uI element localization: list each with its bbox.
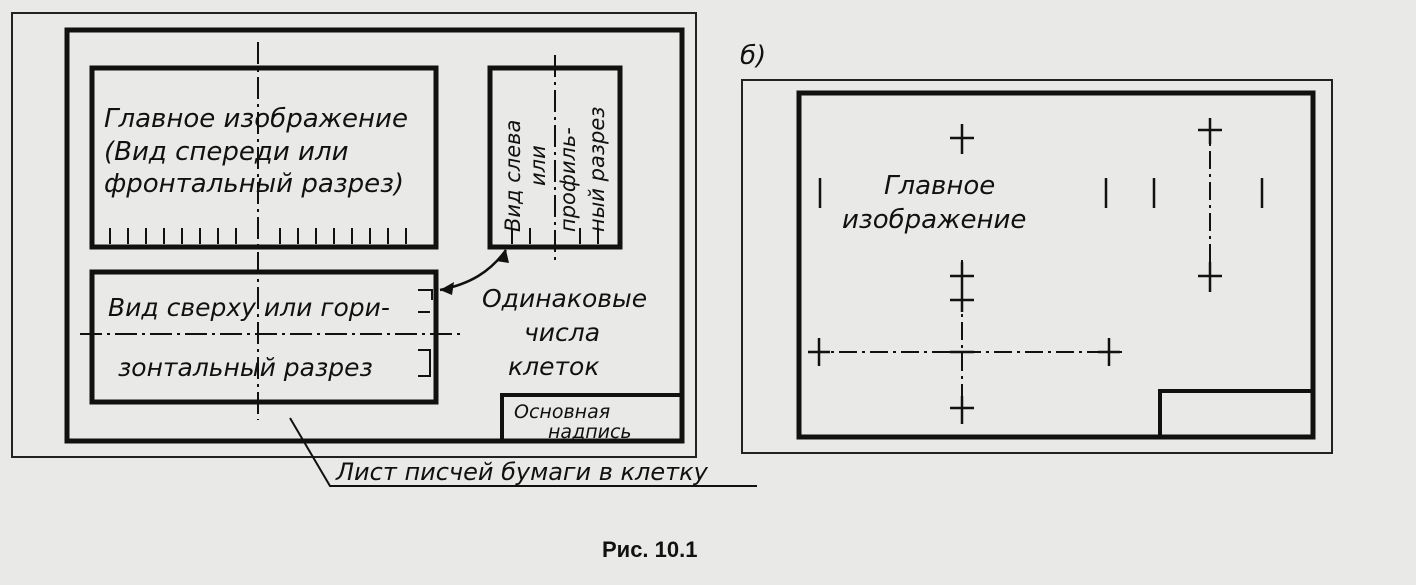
sheet-note-label: Лист писчей бумаги в клетку	[335, 458, 709, 486]
top-view-label-1: Вид сверху или гори-	[108, 293, 390, 322]
front-view-label-2: (Вид спереди или	[104, 137, 348, 167]
same-cells-label-2: числа	[524, 318, 600, 347]
title-block-label-1: Основная	[514, 401, 610, 423]
front-view-box	[89, 65, 439, 250]
top-view-side-ticks	[418, 289, 433, 377]
top-view-label-2: зонтальный разрез	[118, 353, 373, 382]
equal-cells-arrowhead-1	[440, 282, 454, 295]
front-view-label-3: фронтальный разрез)	[104, 169, 404, 199]
front-view-ticks	[109, 228, 407, 244]
panel-b: б) Главное изображение	[740, 41, 1333, 454]
side-view-label-1: Вид слева	[501, 120, 525, 232]
front-view-label-1: Главное изображение	[104, 104, 408, 134]
panel-b-title-block	[1158, 389, 1315, 439]
panel-a: Главное изображение (Вид спереди или фро…	[11, 12, 757, 487]
sheet-inner-frame	[64, 27, 685, 444]
side-view-label-4: ный разрез	[585, 107, 609, 232]
side-view-ticks	[511, 228, 599, 244]
sheet-outer-border	[11, 12, 697, 458]
main-view-label-1: Главное	[884, 171, 995, 201]
figure-caption: Рис. 10.1	[602, 537, 697, 562]
equal-cells-arrowhead-2	[496, 250, 509, 263]
main-view-label-2: изображение	[842, 205, 1026, 235]
panel-b-label: б)	[740, 41, 766, 71]
title-block-box	[500, 393, 684, 443]
title-block-label-2: надпись	[548, 421, 632, 443]
same-cells-label-3: клеток	[508, 352, 599, 381]
panel-b-inner-frame	[796, 90, 1316, 440]
panel-b-sheet-border	[741, 79, 1333, 454]
side-view-label-3: профиль-	[556, 127, 580, 232]
construction-marks	[808, 118, 1264, 424]
top-view-box	[89, 269, 439, 405]
same-cells-label-1: Одинаковые	[482, 284, 647, 313]
sheet-note-leader	[289, 417, 757, 487]
side-view-label-2: или	[526, 145, 550, 186]
